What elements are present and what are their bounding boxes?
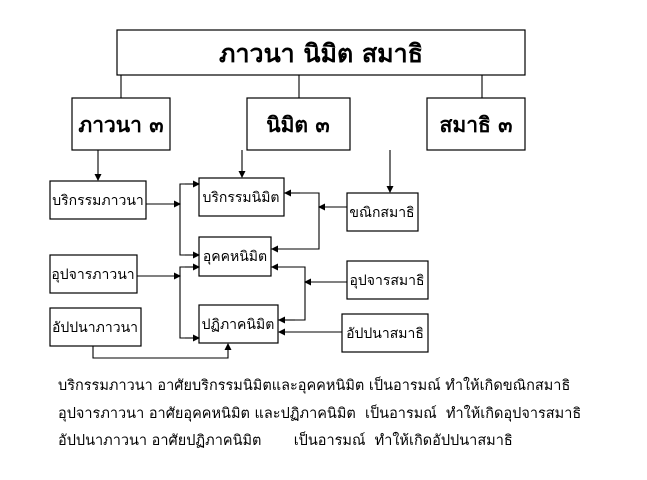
samadhi-box-2 — [346, 260, 429, 300]
title-box — [116, 29, 526, 76]
bhavana-label-1: บริกรรมภาวนา — [52, 193, 144, 209]
samadhi-box-3 — [341, 313, 429, 353]
header-samadhi: สมาธิ ๓ — [440, 112, 513, 137]
connector — [271, 192, 320, 250]
bhavana-box-2 — [49, 254, 138, 294]
header-samadhi-box — [426, 97, 526, 151]
arrow — [92, 343, 232, 359]
samadhi-label-1: ขณิกสมาธิ — [349, 205, 414, 221]
nimitta-label-3: ปฏิภาคนิมิต — [202, 317, 275, 333]
nimitta-box-3 — [198, 304, 279, 344]
bhavana-label-3: อัปปนาภาวนา — [52, 320, 138, 336]
bhavana-box-1 — [49, 180, 147, 220]
samadhi-label-3: อัปปนาสมาธิ — [346, 326, 424, 342]
nimitta-box-1 — [198, 177, 285, 217]
connector — [179, 183, 199, 256]
header-bhavana-box — [71, 97, 171, 151]
connector — [179, 266, 199, 339]
samadhi-label-2: อุปจารสมาธิ — [349, 273, 424, 289]
samadhi-box-1 — [346, 192, 419, 232]
header-nimitta: นิมิต ๓ — [266, 112, 330, 137]
header-nimitta-box — [246, 97, 351, 151]
diagram-title: ภาวนา นิมิต สมาธิ — [219, 39, 423, 68]
nimitta-label-2: อุคคหนิมิต — [203, 249, 267, 265]
bhavana-label-2: อุปจารภาวนา — [51, 267, 134, 283]
note-line: อุปจารภาวนา อาศัยอุคคหนิมิต และปฏิภาคนิม… — [58, 405, 582, 422]
note-line: บริกรรมภาวนา อาศัยบริกรรมนิมิตและอุคคหนิ… — [58, 378, 571, 394]
header-bhavana: ภาวนา ๓ — [78, 112, 163, 137]
nimitta-box-2 — [198, 236, 272, 277]
nimitta-label-1: บริกรรมนิมิต — [202, 190, 279, 206]
bhavana-box-3 — [49, 307, 142, 347]
notes: บริกรรมภาวนา อาศัยบริกรรมนิมิตและอุคคหนิ… — [58, 373, 581, 456]
note-line: อัปปนาภาวนา อาศัยปฏิภาคนิมิต เป็นอารมณ์ … — [58, 433, 513, 449]
